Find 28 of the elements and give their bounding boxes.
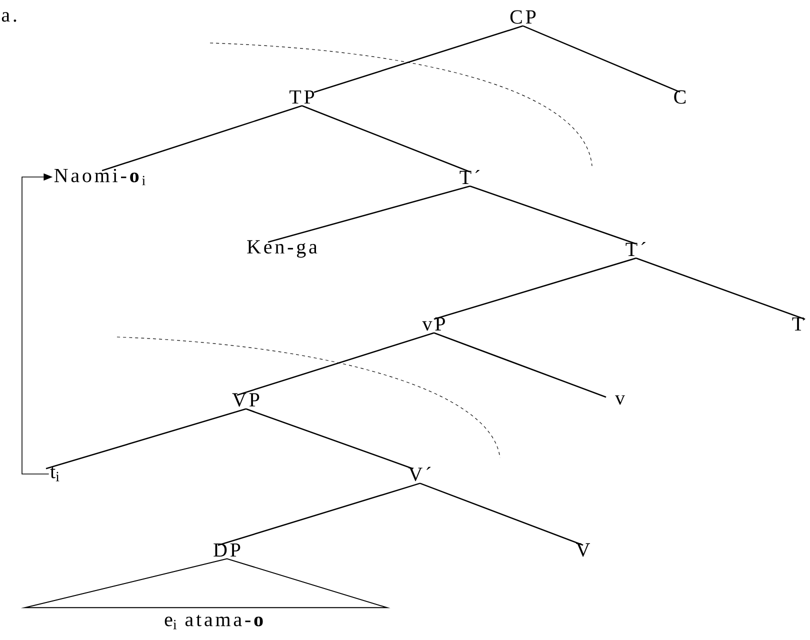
- tree-branch: [314, 25, 524, 93]
- tree-label: Naomi-o$_{i}$: [54, 168, 146, 186]
- tree-label: vP: [422, 317, 445, 331]
- tree-label: CP: [510, 10, 536, 24]
- tree-label: T´: [460, 170, 480, 184]
- tree-branch: [302, 105, 470, 172]
- tree-label: e$_{i}$ atama-o: [164, 614, 263, 630]
- tree-label: v: [615, 395, 626, 405]
- tree-branch: [46, 408, 246, 470]
- tree-label: t$_{i}$: [50, 466, 60, 482]
- tree-branch: [246, 408, 414, 470]
- tree-branch: [470, 186, 636, 244]
- tree-label: TP: [290, 90, 314, 104]
- tree-branch: [218, 482, 420, 546]
- tree-branch: [420, 482, 584, 546]
- tree-label: DP: [214, 543, 240, 557]
- tree-branch: [102, 105, 302, 172]
- tree-label: C: [674, 90, 686, 104]
- tree-branch: [636, 258, 806, 320]
- tree-label: Ken-ga: [247, 240, 318, 258]
- tree-branch: [236, 332, 434, 396]
- tree-label: T´: [626, 242, 646, 256]
- tree-label: VP: [232, 393, 260, 407]
- tree-branch: [434, 258, 636, 320]
- tree-branch: [268, 186, 470, 243]
- tree-branch: [522, 25, 680, 93]
- tree-branch: [434, 332, 606, 398]
- example-label: a.: [2, 12, 16, 22]
